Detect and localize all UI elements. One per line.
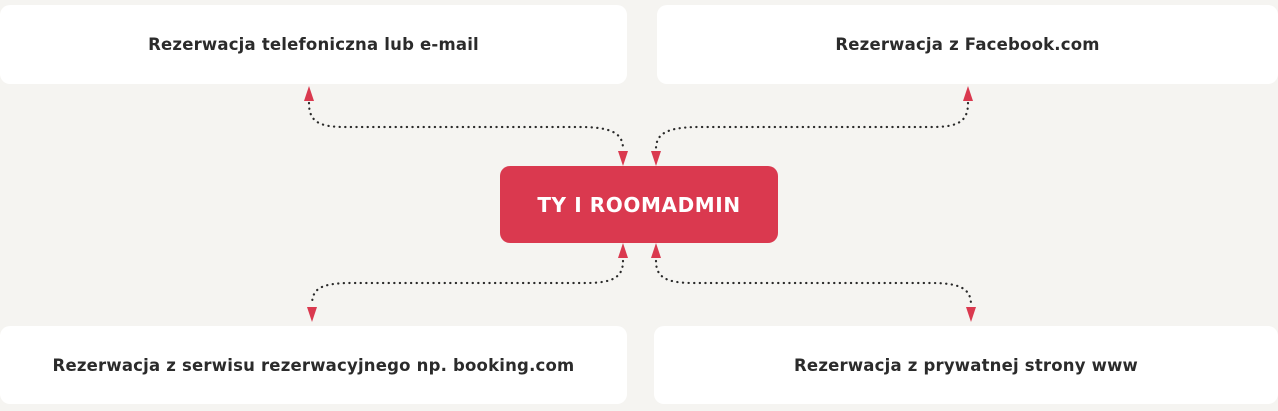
arrowhead-into-center-top-right (651, 151, 661, 166)
arrowhead-into-private-website-node (966, 307, 976, 322)
node-phone-email: Rezerwacja telefoniczna lub e-mail (0, 5, 627, 84)
node-facebook: Rezerwacja z Facebook.com (657, 5, 1278, 84)
node-center-roomadmin-label: TY I ROOMADMIN (537, 192, 741, 217)
node-private-website-label: Rezerwacja z prywatnej strony www (794, 355, 1138, 375)
connector-center-to-phone-email (307, 101, 625, 151)
arrowhead-into-phone-email-node (304, 86, 314, 101)
arrowhead-into-center-bottom-right (651, 243, 661, 258)
connector-center-to-private-website (654, 259, 973, 307)
connector-center-to-booking-service (310, 259, 625, 307)
node-booking-service-label: Rezerwacja z serwisu rezerwacyjnego np. … (52, 355, 575, 375)
connector-center-to-facebook (654, 101, 970, 151)
arrowhead-into-center-top-left (618, 151, 628, 166)
node-phone-email-label: Rezerwacja telefoniczna lub e-mail (148, 35, 479, 54)
arrowhead-into-facebook-node (963, 86, 973, 101)
arrowhead-into-booking-service-node (307, 307, 317, 322)
node-center-roomadmin: TY I ROOMADMIN (500, 166, 778, 243)
node-booking-service: Rezerwacja z serwisu rezerwacyjnego np. … (0, 326, 627, 404)
node-private-website: Rezerwacja z prywatnej strony www (654, 326, 1278, 404)
node-facebook-label: Rezerwacja z Facebook.com (835, 35, 1100, 54)
arrowhead-into-center-bottom-left (618, 243, 628, 258)
